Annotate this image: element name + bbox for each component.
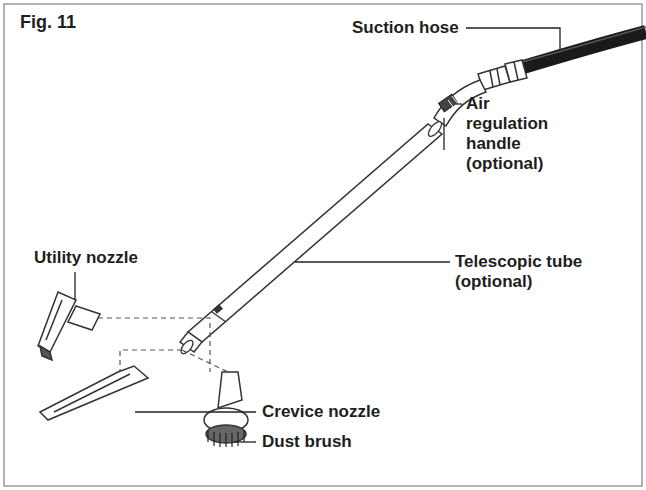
part-label: Dust brush xyxy=(262,432,382,452)
assembly-dash-line xyxy=(98,318,228,372)
hose-coupling xyxy=(478,60,527,90)
figure-title: Fig. 11 xyxy=(20,12,76,33)
leader-line xyxy=(75,28,560,442)
suction-hose xyxy=(520,27,646,68)
part-label: Telescopic tube (optional) xyxy=(455,252,587,292)
telescopic-tube xyxy=(179,120,444,356)
crevice-nozzle xyxy=(40,366,148,420)
utility-nozzle xyxy=(38,292,100,360)
dust-brush xyxy=(204,372,248,447)
part-label: Crevice nozzle xyxy=(262,402,412,422)
part-label: Utility nozzle xyxy=(34,248,174,268)
figure-frame xyxy=(4,4,642,486)
part-label: Suction hose xyxy=(352,18,482,38)
part-label: Air regulation handle (optional) xyxy=(466,94,566,174)
